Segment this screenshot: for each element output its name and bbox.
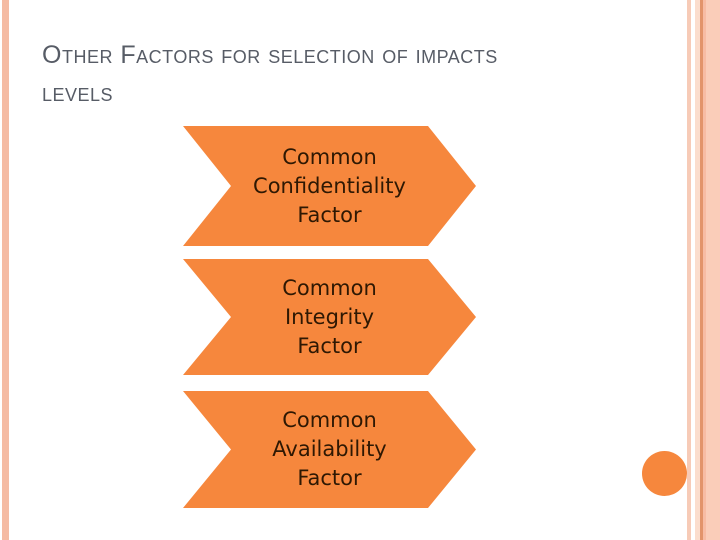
chevron-availability: Common Availability Factor [183, 391, 476, 508]
chevron-text-line: Availability [272, 437, 387, 461]
right-border-stripe-pale [695, 0, 700, 540]
chevron-confidentiality: Common Confidentiality Factor [183, 126, 476, 246]
chevron-integrity: Common Integrity Factor [183, 259, 476, 375]
right-border-stripe-edge [706, 0, 720, 540]
right-border-stripe-inner [703, 0, 706, 540]
chevron-text-line: Factor [297, 466, 362, 490]
chevron-text-line: Factor [297, 202, 362, 227]
slide-title-line-2: levels [42, 79, 114, 107]
chevron-text-line: Common [282, 144, 377, 169]
right-border-stripe-dark-line [700, 0, 703, 540]
chevron-text-line: Common [282, 408, 377, 432]
chevron-text-line: Factor [297, 333, 362, 358]
slide-title-line-1: Other Factors for selection of impacts [42, 41, 498, 69]
right-border-stripe-outer [687, 0, 691, 540]
chevron-text-line: Common [282, 275, 377, 300]
orange-circle-decoration [642, 451, 687, 496]
chevron-text-line: Integrity [284, 304, 375, 329]
left-border-stripe [2, 0, 9, 540]
chevron-text-line: Confidentiality [253, 173, 406, 198]
slide-title: Other Factors for selection of impacts l… [42, 36, 642, 112]
